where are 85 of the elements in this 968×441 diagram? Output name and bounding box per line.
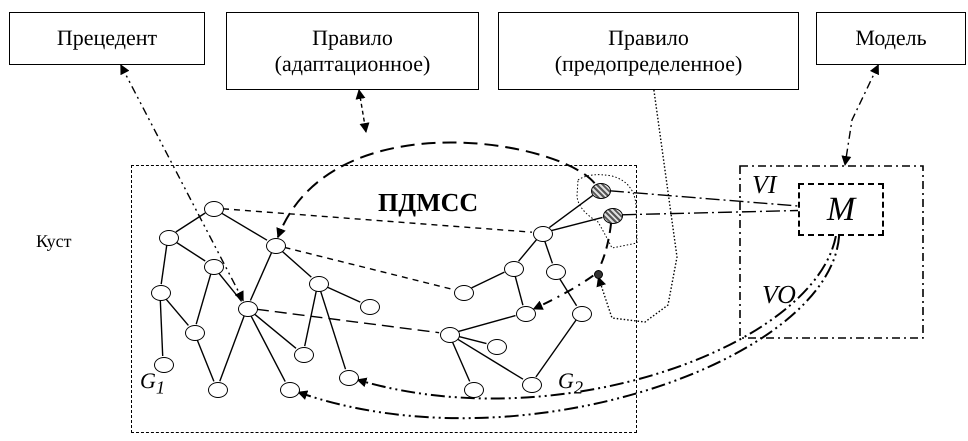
- connector: [304, 290, 317, 346]
- connector: [256, 308, 440, 334]
- graph-vertex: [440, 327, 460, 343]
- graph-vertex: [522, 377, 542, 393]
- connector: [471, 271, 505, 289]
- connector: [326, 286, 361, 303]
- graph-vertex: [572, 306, 592, 322]
- italic-label: VI: [752, 172, 777, 198]
- connector: [165, 298, 189, 326]
- connector: [120, 64, 244, 302]
- italic-label: VO: [762, 282, 796, 308]
- connector: [160, 300, 164, 356]
- model-label: M: [826, 190, 856, 228]
- graph-vertex: [454, 285, 474, 301]
- italic-label: G$_{1}$: [140, 370, 166, 397]
- box-label: Модель: [855, 25, 927, 52]
- connector: [548, 194, 594, 228]
- connector: [558, 278, 578, 306]
- graph-vertex: [280, 382, 300, 398]
- connector: [277, 142, 596, 238]
- connector: [297, 236, 840, 419]
- dashed-region: [131, 165, 637, 433]
- graph-vertex: [504, 261, 524, 277]
- connector: [610, 190, 798, 207]
- graph-vertex: [151, 285, 171, 301]
- connector: [841, 64, 879, 166]
- connector: [458, 314, 516, 332]
- connector: [544, 240, 554, 264]
- graph-vertex: [464, 382, 484, 398]
- connector: [518, 239, 538, 262]
- marker-dot: [594, 270, 602, 278]
- connector: [250, 252, 272, 301]
- connector: [535, 320, 577, 378]
- graph-vertex: [546, 264, 566, 280]
- connector: [175, 241, 206, 262]
- graph-vertex: [533, 226, 553, 242]
- concept-box: [816, 12, 966, 65]
- connector: [551, 216, 603, 232]
- connector: [281, 250, 312, 278]
- connector: [218, 272, 242, 302]
- concept-box: [226, 12, 479, 90]
- graph-vertex: [159, 230, 179, 246]
- connector: [250, 315, 286, 382]
- graph-vertex: [339, 370, 359, 386]
- connector: [356, 236, 837, 400]
- model-box: [798, 183, 884, 236]
- connector: [456, 338, 524, 380]
- connector: [452, 341, 470, 382]
- model-frame: [739, 165, 924, 339]
- graph-vertex: [487, 339, 507, 355]
- connector: [196, 339, 215, 382]
- connector: [196, 274, 212, 324]
- graph-vertex: [204, 201, 224, 217]
- graph-vertex: [208, 382, 228, 398]
- graph-vertex: [266, 238, 286, 254]
- box-label: Прецедент: [56, 25, 158, 52]
- graph-vertex: [238, 301, 258, 317]
- region-title: ПДМСС: [378, 188, 478, 218]
- box-label: Правило (предопределенное): [554, 24, 744, 78]
- graph-vertex: [360, 299, 380, 315]
- graph-vertex: [154, 357, 174, 373]
- hatched-vertex: [591, 183, 611, 199]
- graph-vertex: [185, 325, 205, 341]
- side-caption: Куст: [36, 232, 72, 250]
- connector: [160, 244, 168, 284]
- graph-vertex: [516, 306, 536, 322]
- connector: [320, 290, 346, 370]
- graph-vertex: [204, 259, 224, 275]
- hatched-vertex: [603, 208, 623, 224]
- connector: [514, 276, 524, 306]
- connector: [622, 210, 798, 216]
- concept-box: [9, 12, 205, 65]
- connector: [175, 212, 206, 233]
- graph-vertex: [309, 276, 329, 292]
- concept-box: [498, 12, 799, 90]
- connector: [219, 315, 245, 382]
- graph-vertex: [294, 347, 314, 363]
- connector: [532, 274, 594, 310]
- connector: [254, 313, 296, 349]
- connector: [220, 212, 268, 241]
- box-label: Правило (адаптационное): [274, 24, 432, 78]
- connector: [222, 208, 532, 233]
- connector: [596, 90, 678, 323]
- connector: [356, 89, 370, 133]
- connector: [458, 336, 487, 344]
